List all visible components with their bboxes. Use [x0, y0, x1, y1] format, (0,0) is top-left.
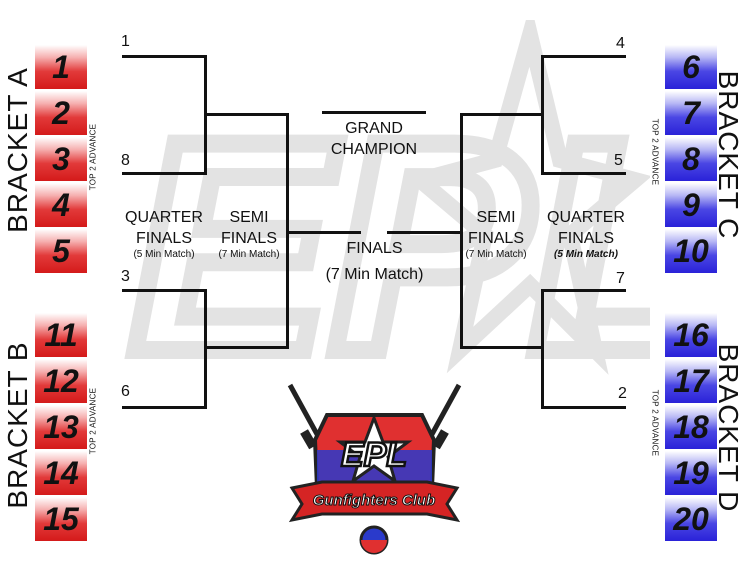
left-semi-finals-label: SEMI FINALS (7 Min Match)	[211, 207, 287, 261]
seed-right-mid: 5	[614, 152, 623, 169]
bracket-d-advance: TOP 2 ADVANCE	[650, 389, 660, 457]
bracket-b-label: BRACKET B	[2, 341, 33, 509]
team-18: 18	[665, 405, 717, 449]
seed-right-bottom: 2	[618, 385, 627, 402]
team-11: 11	[35, 313, 87, 357]
team-1: 1	[35, 45, 87, 89]
left-semi-sub: (7 Min Match)	[218, 249, 280, 260]
seed-left-bottom: 6	[121, 383, 130, 400]
logo-text: EPL	[341, 436, 407, 474]
line-left-qf2-bottom	[122, 406, 207, 409]
line-left-qf2-top	[122, 289, 207, 292]
team-19: 19	[665, 451, 717, 495]
finals-sub: (7 Min Match)	[325, 266, 424, 283]
finals-title: FINALS	[346, 240, 403, 257]
team-12: 12	[35, 359, 87, 403]
line-right-qf1-top	[541, 55, 626, 58]
line-left-final	[286, 231, 361, 234]
team-8: 8	[665, 137, 717, 181]
line-left-qf1-top	[122, 55, 207, 58]
line-left-qf1-bottom	[122, 172, 207, 175]
left-quarter-title-2: FINALS	[135, 230, 192, 247]
bracket-c-advance: TOP 2 ADVANCE	[650, 118, 660, 186]
logo-banner	[288, 480, 461, 523]
line-right-qf1-bottom	[541, 172, 626, 175]
line-right-qf2-join	[541, 289, 544, 409]
left-quarter-title-1: QUARTER	[125, 209, 203, 226]
line-grand-champion	[322, 111, 426, 114]
left-quarter-sub: (5 Min Match)	[133, 249, 195, 260]
watermark-logo: EPL	[121, 20, 650, 380]
left-semi-title-1: SEMI	[229, 209, 269, 226]
right-quarter-title-1: QUARTER	[547, 209, 625, 226]
epl-gunfighters-logo: EPL Gunfighters Club	[287, 383, 462, 555]
team-17: 17	[665, 359, 717, 403]
grand-champion-line-1: GRAND	[345, 120, 403, 137]
grand-champion-line-2: CHAMPION	[330, 141, 418, 158]
team-2: 2	[35, 91, 87, 135]
star-icon	[335, 413, 413, 485]
left-semi-title-2: FINALS	[220, 230, 277, 247]
team-10: 10	[665, 229, 717, 273]
right-semi-title-2: FINALS	[467, 230, 524, 247]
right-quarter-sub: (5 Min Match)	[554, 249, 618, 260]
team-13: 13	[35, 405, 87, 449]
right-semi-sub: (7 Min Match)	[465, 249, 527, 260]
watermark-text: EPL	[130, 78, 650, 380]
line-right-sf-top	[460, 113, 544, 116]
left-quarter-finals-label: QUARTER FINALS (5 Min Match)	[118, 207, 210, 261]
team-14: 14	[35, 451, 87, 495]
team-16: 16	[665, 313, 717, 357]
bracket-b-advance: TOP 2 ADVANCE	[88, 387, 98, 455]
line-right-final	[387, 231, 463, 234]
team-20: 20	[665, 497, 717, 541]
bracket-d-label: BRACKET D	[713, 343, 744, 513]
team-6: 6	[665, 45, 717, 89]
team-7: 7	[665, 91, 717, 135]
line-right-qf2-top	[541, 289, 626, 292]
line-right-sf-bottom	[460, 346, 544, 349]
right-quarter-finals-label: QUARTER FINALS (5 Min Match)	[540, 207, 632, 261]
team-15: 15	[35, 497, 87, 541]
seed-left-top: 1	[121, 33, 130, 50]
finals-label: FINALS (7 Min Match)	[312, 236, 437, 288]
seed-right-low: 7	[616, 270, 625, 287]
grand-champion-label: GRAND CHAMPION	[316, 118, 432, 160]
team-3: 3	[35, 137, 87, 181]
team-5: 5	[35, 229, 87, 273]
right-semi-finals-label: SEMI FINALS (7 Min Match)	[458, 207, 534, 261]
line-right-qf2-bottom	[541, 406, 626, 409]
right-semi-title-1: SEMI	[476, 209, 516, 226]
banner-text: Gunfighters Club	[313, 492, 436, 509]
seed-left-mid: 8	[121, 152, 130, 169]
right-quarter-title-2: FINALS	[557, 230, 614, 247]
team-9: 9	[665, 183, 717, 227]
line-left-qf2-join	[204, 289, 207, 409]
seed-right-top: 4	[616, 35, 625, 52]
line-left-sf-bottom	[204, 346, 289, 349]
seed-left-low: 3	[121, 268, 130, 285]
bracket-c-label: BRACKET C	[713, 70, 744, 240]
bracket-a-label: BRACKET A	[2, 67, 33, 233]
bracket-a-advance: TOP 2 ADVANCE	[88, 123, 98, 191]
team-4: 4	[35, 183, 87, 227]
line-left-sf-top	[204, 113, 289, 116]
